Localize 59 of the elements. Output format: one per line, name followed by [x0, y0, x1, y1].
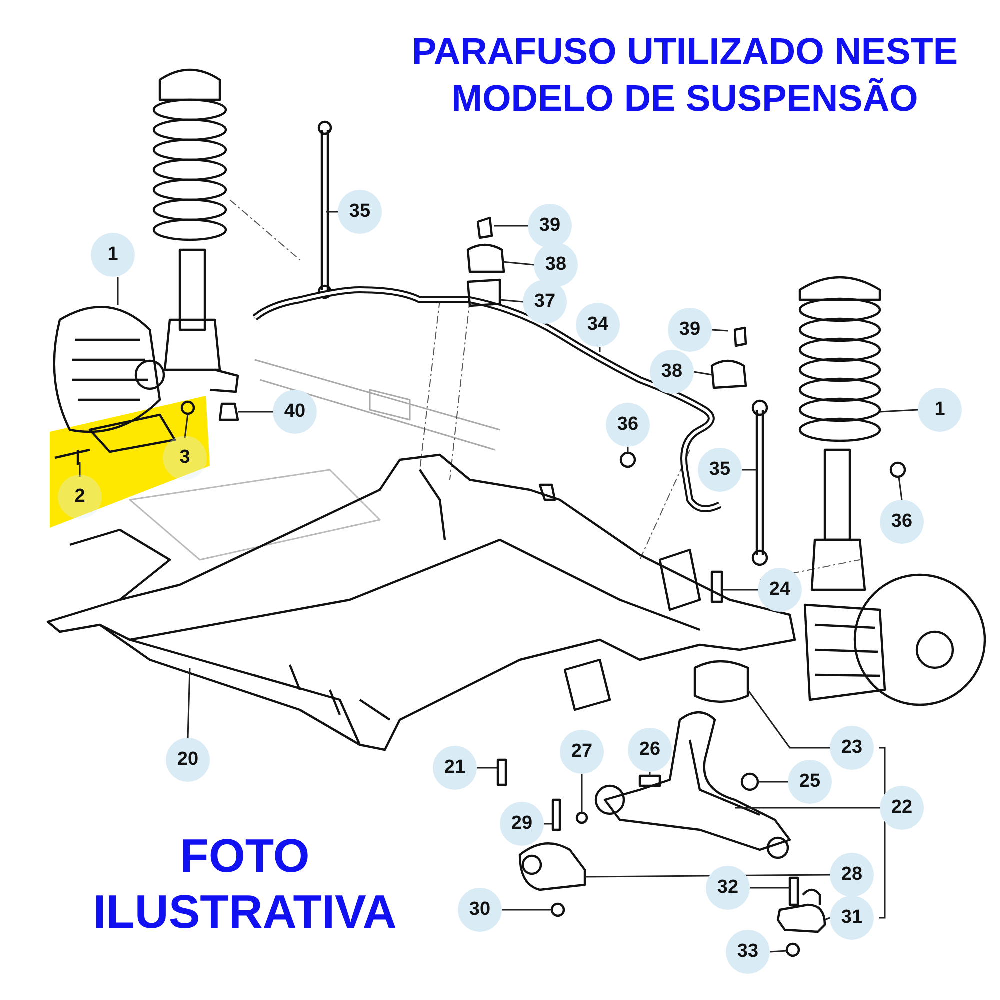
leader-line [758, 781, 788, 783]
callout-number: 32 [706, 866, 750, 910]
callout-number: 25 [788, 760, 832, 804]
callout-number: 40 [273, 390, 317, 434]
callout-number: 35 [338, 190, 382, 234]
callout-number: 20 [166, 738, 210, 782]
leader-line [627, 447, 629, 453]
leader-line [735, 807, 880, 809]
leader-line [238, 411, 273, 413]
title: PARAFUSO UTILIZADO NESTE MODELO DE SUSPENSÃO [410, 30, 960, 121]
callout-number: 29 [500, 802, 544, 846]
callout-number: 39 [668, 308, 712, 352]
leader-line [898, 476, 903, 500]
leader-line [500, 299, 524, 303]
leader-line [581, 774, 583, 813]
callout-number: 30 [458, 888, 502, 932]
callout-number: 38 [650, 350, 694, 394]
leader-line [477, 767, 497, 769]
callout-number: 1 [918, 388, 962, 432]
callout-number: 28 [830, 853, 874, 897]
leader-line [187, 668, 191, 738]
leader-line [712, 329, 728, 332]
leader-line [750, 887, 790, 889]
leader-line [747, 690, 830, 749]
leader-line [544, 823, 552, 825]
leader-line [494, 225, 528, 227]
callout-number: 23 [830, 726, 874, 770]
callout-number: 1 [91, 233, 135, 277]
leader-line [649, 772, 651, 776]
leader-line [722, 589, 758, 591]
note-text: FOTO ILUSTRATIVA [92, 828, 398, 940]
leader-line [880, 409, 918, 413]
leader-line [824, 917, 830, 921]
callout-number: 36 [606, 403, 650, 447]
leader-line [502, 261, 534, 266]
leader-line [742, 469, 757, 471]
callout-number: 35 [698, 448, 742, 492]
callout-number: 26 [628, 728, 672, 772]
leader-line [326, 211, 338, 213]
leader-line [770, 950, 788, 953]
callout-number: 27 [560, 730, 604, 774]
leader-line [599, 347, 601, 352]
callout-number: 36 [880, 500, 924, 544]
callout-number: 21 [433, 746, 477, 790]
leader-line [184, 414, 189, 438]
callout-number: 33 [726, 930, 770, 974]
callout-number: 31 [830, 896, 874, 940]
callout-number: 34 [576, 303, 620, 347]
callout-number: 38 [534, 243, 578, 287]
callout-number: 22 [880, 786, 924, 830]
callout-number: 24 [758, 568, 802, 612]
callout-number: 2 [58, 475, 102, 519]
callout-number: 3 [163, 436, 207, 480]
callout-number: 37 [523, 280, 567, 324]
callout-number: 39 [528, 204, 572, 248]
leader-line [117, 277, 119, 305]
leader-line [79, 462, 81, 477]
leader-line [502, 909, 552, 911]
leader-line [694, 371, 712, 376]
